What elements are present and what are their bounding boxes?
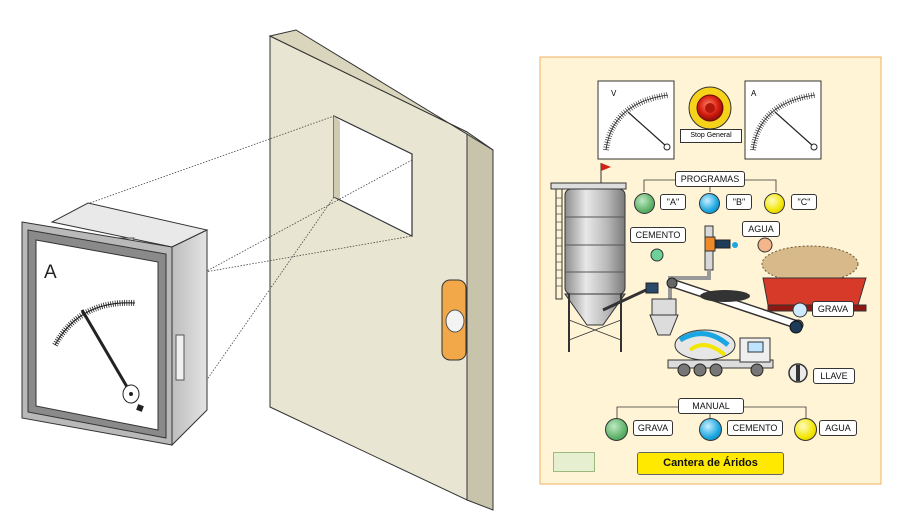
silo-icon — [550, 163, 647, 352]
voltmeter-icon — [597, 80, 675, 160]
manual-label: MANUAL — [678, 398, 744, 414]
hopper-icon — [645, 282, 679, 336]
program-c-button[interactable] — [764, 193, 785, 214]
key-switch-icon[interactable] — [788, 363, 808, 383]
ammeter-unit-letter: A — [44, 262, 57, 283]
program-c-label: "C" — [791, 194, 817, 210]
manual-cemento-label: CEMENTO — [727, 420, 783, 436]
door-handle-icon[interactable] — [441, 279, 467, 361]
ammeter-icon — [744, 80, 822, 160]
cemento-label: CEMENTO — [630, 227, 686, 243]
cabinet-door — [268, 29, 494, 511]
manual-agua-label: AGUA — [819, 420, 857, 436]
grava-label: GRAVA — [812, 301, 854, 317]
stop-general-label: Stop General — [680, 129, 742, 143]
program-a-label: "A" — [660, 194, 686, 210]
program-b-label: "B" — [726, 194, 752, 210]
llave-label: LLAVE — [813, 368, 855, 384]
stop-button-icon[interactable] — [688, 86, 732, 130]
ammeter-small-unit-letter: A — [751, 89, 757, 98]
voltmeter-unit-letter: V — [611, 89, 617, 98]
manual-grava-label: GRAVA — [633, 420, 673, 436]
program-a-button[interactable] — [634, 193, 655, 214]
programs-label: PROGRAMAS — [675, 171, 745, 187]
manual-grava-button[interactable] — [605, 418, 628, 441]
panel-title: Cantera de Áridos — [637, 452, 784, 475]
manual-agua-button[interactable] — [794, 418, 817, 441]
program-b-button[interactable] — [699, 193, 720, 214]
cement-indicator-icon — [650, 248, 664, 262]
control-panel — [539, 56, 882, 485]
panel-ammeter-icon — [21, 202, 209, 447]
manual-cemento-button[interactable] — [699, 418, 722, 441]
valve-icon — [668, 225, 773, 300]
small-note-plate — [553, 452, 595, 472]
projection-lines — [89, 115, 413, 431]
agua-label: AGUA — [742, 221, 780, 237]
mixer-truck-icon — [667, 329, 774, 377]
conveyor-icon — [666, 277, 804, 334]
